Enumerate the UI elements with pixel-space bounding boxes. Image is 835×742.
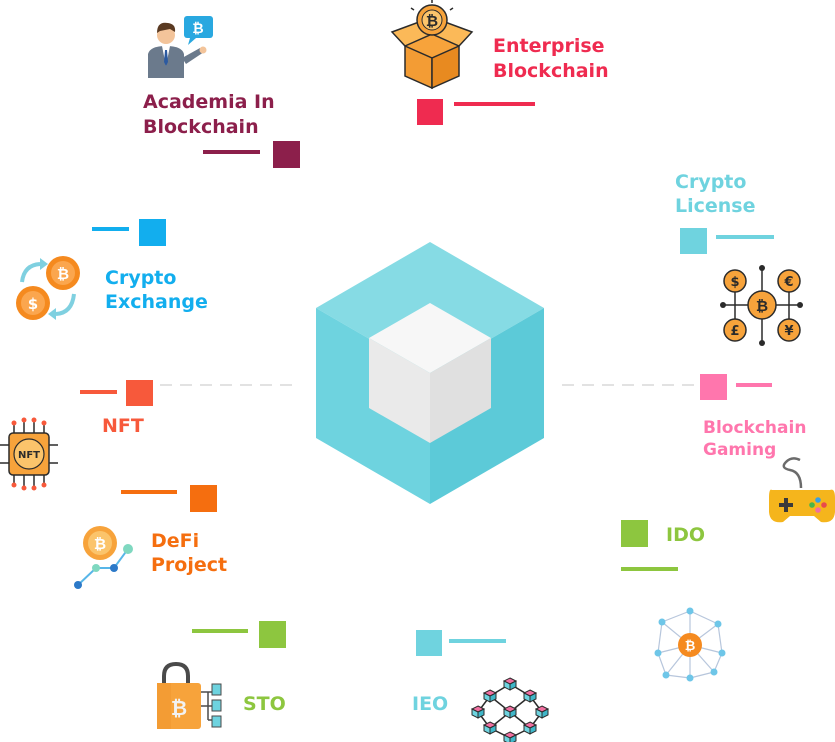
blockchain-gaming-label-line1: Blockchain	[703, 418, 806, 438]
svg-text:$: $	[730, 275, 739, 290]
sto-node: ₿ STO	[157, 621, 286, 729]
crypto-license-marker	[680, 228, 707, 254]
nft-marker	[126, 380, 153, 406]
bitcoin-symbol: ₿	[426, 12, 438, 30]
currency-circuit-icon: $ € £ ¥ ₿	[720, 265, 803, 346]
blockchain-gaming-marker	[700, 374, 727, 400]
enterprise-marker	[417, 99, 443, 125]
svg-text:₿: ₿	[171, 696, 187, 720]
enterprise-blockchain-node: ₿ Enterprise Blockchain	[390, 0, 609, 125]
blockchain-gaming-label-line2: Gaming	[703, 440, 776, 460]
mini-cube	[522, 721, 538, 735]
crypto-license-label-line1: Crypto	[675, 171, 746, 193]
crypto-exchange-marker	[139, 219, 166, 246]
gamepad-icon	[769, 457, 835, 523]
svg-text:NFT: NFT	[18, 450, 40, 461]
ieo-marker	[416, 630, 442, 656]
teacher-icon: ₿	[148, 16, 213, 78]
defi-bar	[121, 490, 177, 494]
bitcoin-lock-icon: ₿	[157, 661, 222, 729]
nft-node: NFT NFT	[0, 380, 153, 491]
enterprise-label-line1: Enterprise	[493, 35, 605, 57]
svg-text:₿: ₿	[192, 21, 203, 37]
defi-label-line2: Project	[151, 554, 227, 576]
ido-label: IDO	[666, 524, 705, 546]
ieo-node: IEO	[412, 630, 550, 742]
exchange-coins-icon: ₿ $	[16, 256, 80, 320]
blockchain-gaming-node: Blockchain Gaming	[700, 374, 835, 523]
defi-node: ₿ DeFi Project	[74, 485, 227, 589]
defi-marker	[190, 485, 217, 512]
svg-text:₿: ₿	[94, 535, 106, 553]
svg-text:¥: ¥	[784, 324, 793, 339]
svg-text:€: €	[783, 275, 793, 290]
mini-cube	[470, 705, 486, 719]
mini-cube	[502, 705, 518, 719]
bitcoin-network-icon: ₿	[654, 607, 726, 682]
bitcoin-box-icon: ₿	[390, 0, 474, 90]
crypto-exchange-node: ₿ $ Crypto Exchange	[16, 219, 208, 320]
ido-bar	[621, 567, 678, 571]
ieo-label: IEO	[412, 693, 448, 715]
blockchain-gaming-bar	[736, 383, 772, 387]
defi-chart-icon: ₿	[74, 526, 133, 589]
nft-chip-icon: NFT	[0, 417, 58, 491]
svg-text:₿: ₿	[685, 639, 696, 654]
crypto-exchange-bar	[92, 227, 129, 231]
academia-label-line1: Academia In	[143, 91, 275, 113]
enterprise-bar	[454, 102, 535, 106]
sto-marker	[259, 621, 286, 648]
mini-cube	[534, 705, 550, 719]
svg-text:₿: ₿	[57, 265, 69, 283]
crypto-license-node: Crypto License $ € £ ¥ ₿	[675, 171, 803, 346]
sto-label: STO	[243, 693, 286, 715]
nft-label: NFT	[102, 415, 144, 437]
academia-marker	[273, 141, 300, 168]
mini-cube	[502, 731, 518, 742]
academia-bar	[203, 150, 260, 154]
academia-label-line2: Blockchain	[143, 116, 259, 138]
academia-node: ₿ Academia In Blockchain	[143, 16, 300, 168]
crypto-exchange-label-line2: Exchange	[105, 291, 208, 313]
enterprise-label-line2: Blockchain	[493, 60, 609, 82]
crypto-license-label-line2: License	[675, 195, 756, 217]
ido-node: IDO ₿	[621, 520, 726, 682]
ieo-bar	[449, 639, 506, 643]
crypto-license-bar	[716, 235, 774, 239]
svg-text:₿: ₿	[756, 297, 768, 315]
mini-cube	[482, 721, 498, 735]
crypto-exchange-label-line1: Crypto	[105, 267, 176, 289]
ido-marker	[621, 520, 648, 547]
mini-cube	[502, 677, 518, 691]
svg-text:£: £	[730, 324, 739, 339]
nft-bar	[80, 390, 117, 394]
sto-bar	[192, 629, 248, 633]
cube-icon	[316, 242, 544, 504]
mini-cube	[482, 689, 498, 703]
svg-text:$: $	[28, 295, 38, 313]
defi-label-line1: DeFi	[151, 530, 199, 552]
blockchain-cubes-icon	[470, 677, 550, 742]
mini-cube	[522, 689, 538, 703]
